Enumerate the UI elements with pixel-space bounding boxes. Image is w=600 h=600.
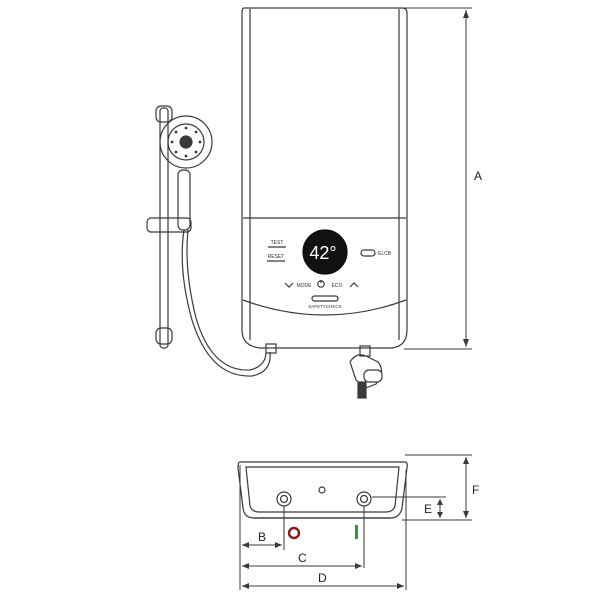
hose-outlet-port-inner [279,494,289,504]
up-arrow-icon [349,282,359,288]
dimension-ef [372,454,472,521]
brand-label: SAFETYCHECK [308,304,341,309]
elcb-button [360,249,376,257]
inlet-valve [349,354,383,389]
hot-outlet-marker-icon [287,526,301,540]
test-button-label: TEST [271,240,284,246]
temperature-readout: 42° [309,243,336,263]
shower-hose [181,229,271,377]
shower-set [146,105,271,377]
elcb-label: ELCB [378,251,392,257]
inlet-pipe [357,381,367,399]
center-screw [318,486,326,494]
inlet-port-inner [359,494,369,504]
bottom-body-inner [245,466,400,513]
inlet-port [356,491,372,507]
shower-head-face [167,123,205,161]
reset-button-label: RESET [268,254,285,260]
shower-holder [146,217,192,233]
heater-body [241,7,408,349]
handle-grip [177,169,191,231]
panel-divider-bottom [242,299,407,316]
shower-head-center [179,135,193,149]
eco-label: ECO [332,283,343,289]
rail-bracket-bottom [155,327,173,345]
hose-outlet-fitting [265,343,277,354]
hose-outlet-port [276,491,292,507]
shower-spray-holes [170,126,202,158]
front-view: 42° TEST RESET ELCB MODE ECO SAFETYCHECK [241,7,408,399]
dimension-bcd [239,465,407,590]
slide-rail [159,107,169,349]
dimension-c-label: C [298,551,307,565]
cold-inlet-marker-icon [355,525,358,539]
dimension-e-label: E [424,502,432,516]
dimension-d-label: D [318,571,327,585]
brand-badge [311,295,339,302]
shower-hose-inner [186,229,267,371]
valve-knob [363,369,383,383]
bottom-body-outline [237,461,408,519]
dimension-a-label: A [474,169,482,183]
dimension-b-label: B [258,530,266,544]
bottom-view [237,461,408,519]
temperature-display [302,229,348,275]
mode-label: MODE [297,283,313,289]
rail-bracket-top [155,105,173,123]
down-arrow-icon [284,282,294,288]
shower-head [159,115,213,169]
dimension-a [404,7,472,350]
dimension-f-label: F [472,483,479,497]
